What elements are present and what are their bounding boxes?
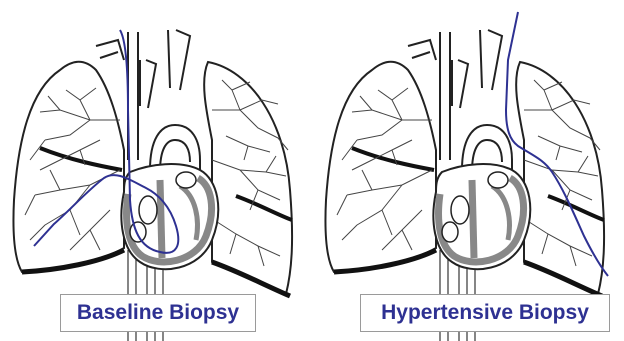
panel-baseline: Baseline Biopsy: [0, 0, 312, 341]
baseline-heart-lung-diagram: [0, 0, 312, 341]
hypertensive-label: Hypertensive Biopsy: [360, 294, 610, 332]
baseline-label: Baseline Biopsy: [60, 294, 256, 332]
hypertensive-heart-lung-diagram: [312, 0, 624, 341]
panel-hypertensive: Hypertensive Biopsy: [312, 0, 624, 341]
